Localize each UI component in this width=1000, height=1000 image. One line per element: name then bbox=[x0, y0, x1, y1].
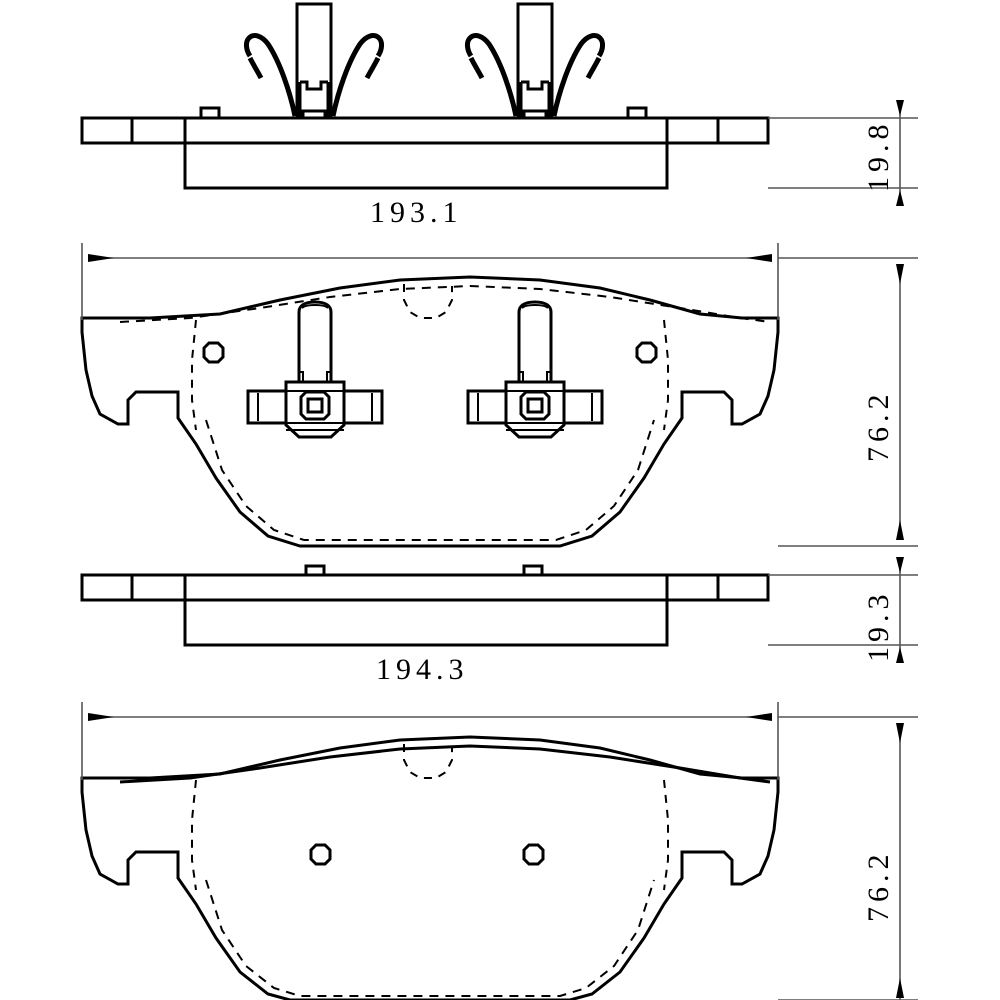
middle-backing-plate bbox=[80, 573, 770, 602]
dimension-label-upper-width: 193.1 bbox=[370, 196, 463, 229]
view-lower-face bbox=[80, 735, 780, 1000]
top-plate-tab-right bbox=[626, 106, 648, 118]
center-notch bbox=[403, 284, 453, 319]
middle-friction-block bbox=[183, 600, 669, 647]
spring-clip-left bbox=[244, 2, 384, 118]
view-main-face bbox=[80, 275, 780, 548]
dimension-label-lower-width: 194.3 bbox=[376, 653, 469, 686]
top-backing-plate bbox=[80, 116, 770, 145]
dimension-label-top-thickness: 19.8 bbox=[862, 119, 895, 193]
lower-pad-outline bbox=[80, 735, 780, 1000]
middle-tab-left bbox=[304, 564, 326, 575]
dimension-arrowheads bbox=[88, 100, 904, 998]
view-top-edge bbox=[80, 2, 770, 190]
dimension-lines bbox=[81, 100, 918, 1000]
lower-center-notch bbox=[403, 744, 453, 779]
dimension-label-lower-height: 76.2 bbox=[862, 849, 895, 923]
sensor-clip-left bbox=[246, 300, 384, 439]
lower-ear-divider-right bbox=[663, 779, 669, 891]
top-plate-tab-left bbox=[199, 106, 221, 118]
lower-inner-top-edge bbox=[119, 744, 771, 784]
main-pad-outline bbox=[80, 275, 780, 548]
spring-clip-right bbox=[465, 2, 605, 118]
lower-hole-left bbox=[309, 843, 332, 866]
view-middle-edge bbox=[80, 564, 770, 647]
friction-lower-edge bbox=[205, 419, 655, 541]
pad-hole-left bbox=[202, 341, 225, 364]
lower-ear-divider-left bbox=[191, 779, 197, 891]
sensor-clip-right bbox=[466, 300, 604, 439]
dimension-label-middle-thickness: 19.3 bbox=[862, 589, 895, 663]
friction-upper-edge bbox=[119, 284, 771, 323]
middle-tab-right bbox=[522, 564, 544, 575]
lower-hole-right bbox=[522, 843, 545, 866]
dimension-label-upper-height: 76.2 bbox=[862, 389, 895, 463]
pad-hole-right bbox=[635, 341, 658, 364]
top-friction-block bbox=[183, 143, 669, 190]
ear-divider-right bbox=[663, 319, 669, 431]
lower-friction-edge bbox=[205, 879, 655, 997]
ear-divider-left bbox=[191, 319, 197, 431]
